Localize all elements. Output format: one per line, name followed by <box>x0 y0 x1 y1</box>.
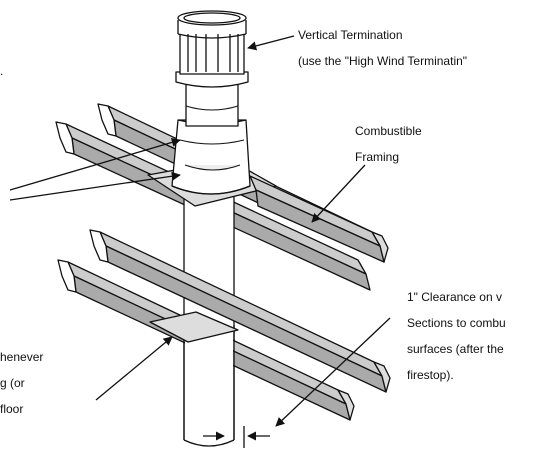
vent-pipe-upper <box>185 81 239 127</box>
label-framing: Framing <box>355 150 400 164</box>
joist-lower-back <box>89 229 391 393</box>
label-high-wind-note: (use the "High Wind Terminatin" <box>298 54 468 68</box>
vent-pipe-front-segment <box>183 325 235 440</box>
label-clearance-line-4: firestop). <box>407 368 454 382</box>
clearance-dimension <box>203 426 270 448</box>
joist-upper-back-right <box>249 175 385 263</box>
firestop-plate-lower <box>149 311 239 343</box>
label-left-fragment: . <box>0 64 4 78</box>
storm-collar <box>171 119 251 195</box>
label-combustible: Combustible <box>355 124 422 138</box>
label-clearance-line-2: Sections to combu <box>407 316 506 330</box>
label-left-line-1: henever <box>0 350 44 364</box>
label-clearance-line-1: 1" Clearance on v <box>407 290 502 304</box>
pointer-arrows <box>9 35 391 427</box>
label-left-line-3: floor <box>0 402 24 416</box>
label-left-line-2: g (or <box>0 376 25 390</box>
label-clearance-line-3: surfaces (after the <box>407 342 504 356</box>
label-vertical-termination: Vertical Termination <box>298 28 403 42</box>
vertical-termination-cap <box>175 10 249 88</box>
